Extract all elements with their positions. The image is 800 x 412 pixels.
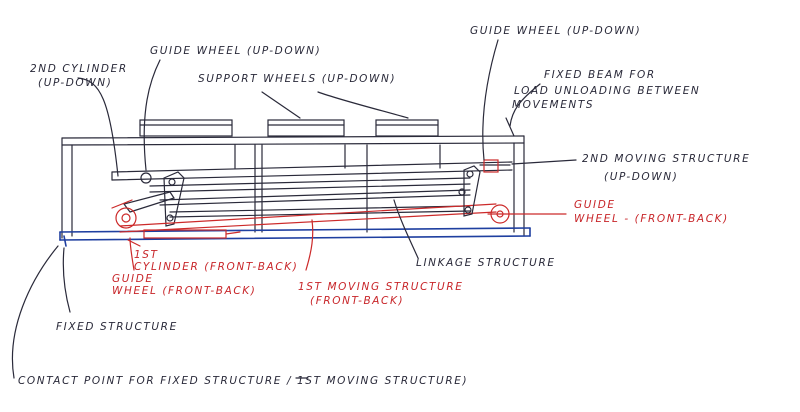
label-second-moving-1: 2ND MOVING STRUCTURE — [582, 153, 750, 165]
label-guide-wheel-fb-right-2: WHEEL - (FRONT-BACK) — [574, 213, 729, 225]
label-fixed-beam-3: MOVEMENTS — [512, 99, 594, 111]
fixed-beam — [61, 117, 525, 239]
label-linkage-structure: LINKAGE STRUCTURE — [416, 257, 556, 269]
label-fixed-beam-2: LOAD UNLOADING BETWEEN — [514, 85, 700, 97]
label-support-wheels: SUPPORT WHEELS (UP-DOWN) — [198, 73, 396, 85]
label-fixed-beam-1: FIXED BEAM FOR — [544, 69, 656, 81]
label-fixed-structure: FIXED STRUCTURE — [56, 321, 178, 333]
label-guide-wheel-fb-left-1: GUIDE — [112, 273, 154, 285]
right-mechanism — [458, 165, 513, 224]
label-guide-wheel-updown-left: GUIDE WHEEL (UP-DOWN) — [150, 45, 321, 57]
annotation-labels: 2ND CYLINDER (UP-DOWN) GUIDE WHEEL (UP-D… — [18, 25, 750, 387]
label-first-cylinder-1: 1ST — [134, 249, 159, 261]
label-second-cylinder-2: (UP-DOWN) — [38, 77, 112, 89]
label-first-moving-2: (FRONT-BACK) — [310, 295, 404, 307]
label-second-cylinder-1: 2ND CYLINDER — [30, 63, 128, 75]
label-first-cylinder-2: CYLINDER (FRONT-BACK) — [134, 261, 298, 273]
second-moving-structure — [111, 159, 513, 181]
support-wheels — [139, 119, 441, 233]
linkage-structure — [149, 177, 471, 218]
label-second-moving-2: (UP-DOWN) — [604, 171, 678, 183]
label-guide-wheel-fb-left-2: WHEEL (FRONT-BACK) — [112, 285, 257, 297]
left-mechanism — [111, 171, 497, 247]
label-guide-wheel-updown-right: GUIDE WHEEL (UP-DOWN) — [470, 25, 641, 37]
label-first-moving-1: 1ST MOVING STRUCTURE — [298, 281, 463, 293]
label-contact-point: CONTACT POINT FOR FIXED STRUCTURE / 1ST … — [18, 375, 468, 387]
label-guide-wheel-fb-right-1: GUIDE — [574, 199, 616, 211]
leader-lines — [11, 39, 577, 379]
